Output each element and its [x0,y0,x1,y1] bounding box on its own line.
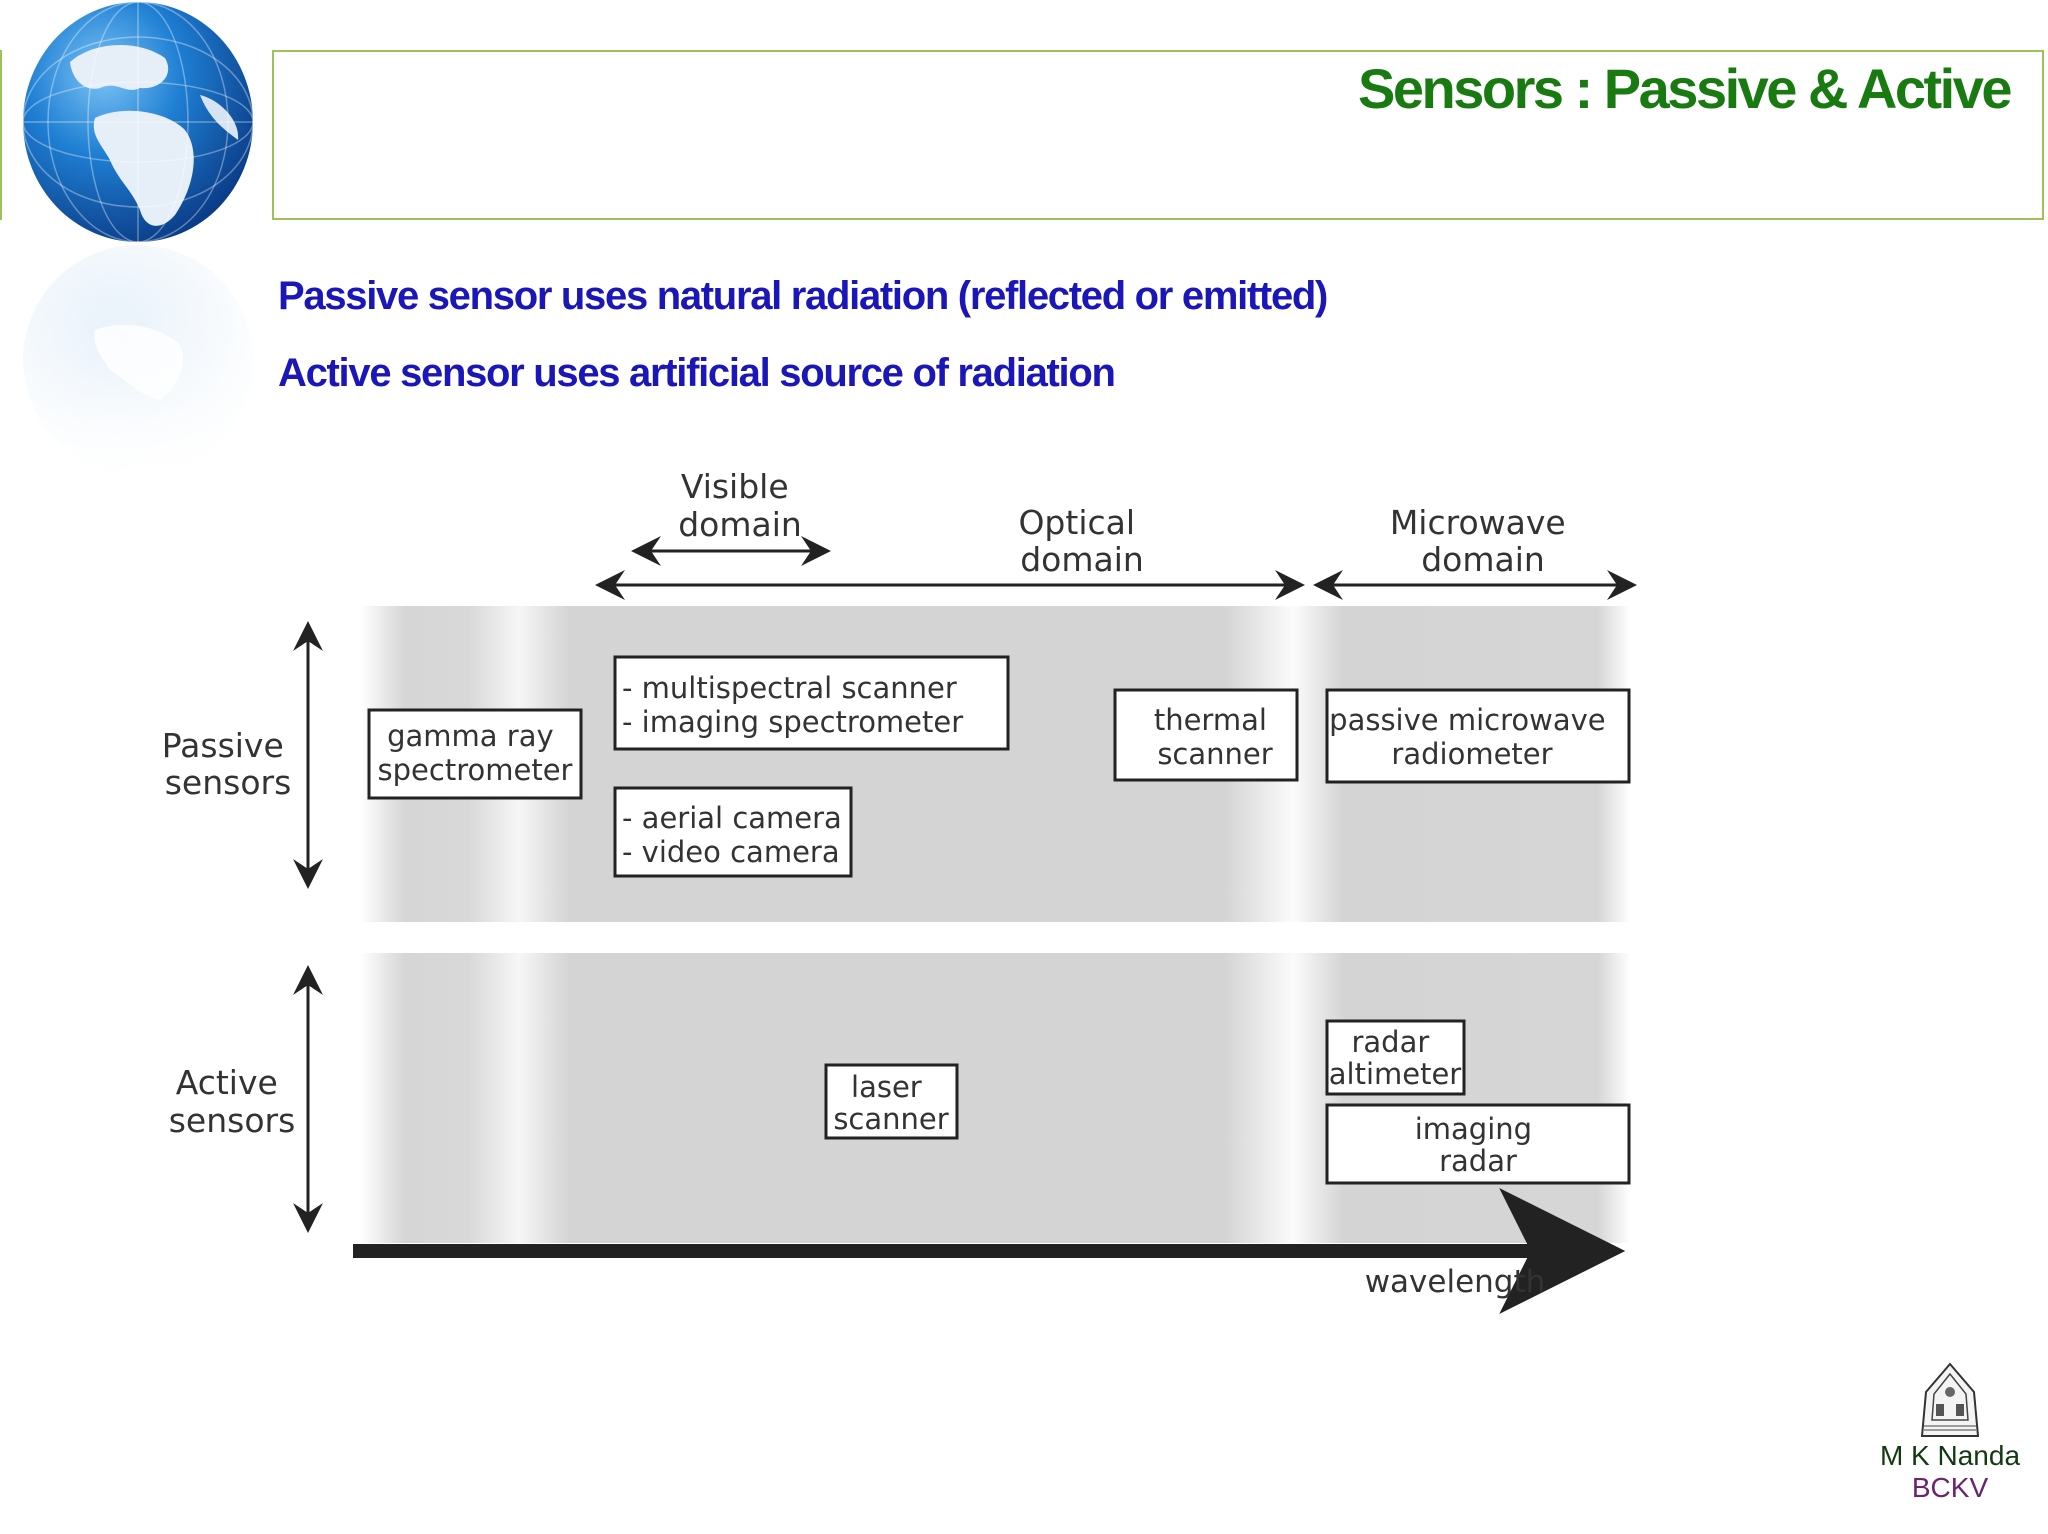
box-multispectral-scanner: - multispectral scanner - imaging spectr… [613,655,1010,751]
bullet-active: Active sensor uses artificial source of … [278,351,1116,395]
institution-name: BCKV [1911,1472,1989,1503]
svg-text:gamma ray spectrometer: gamma ray spectrometer [378,719,573,787]
optical-domain-label: Optical domain [1018,503,1145,579]
visible-domain-label: Visible domain [678,467,802,544]
wavelength-label: wavelength [1365,1264,1546,1300]
passive-sensors-label: Passive sensors [162,726,295,802]
svg-text:laser scanner: laser scanner [833,1070,948,1136]
svg-text:- aerial camera - video: - aerial camera - video camera [622,801,851,869]
svg-text:thermal scanner: thermal scanner [1154,703,1276,771]
globe-logo [0,0,270,480]
svg-text:imaging radar: imaging radar [1415,1112,1542,1178]
active-band [360,953,1630,1243]
svg-text:radar altimeter: radar altimeter [1329,1025,1462,1091]
box-radar-altimeter: radar altimeter [1325,1019,1466,1096]
left-rule [0,50,2,220]
box-passive-microwave-radiometer: passive microwave radiometer [1325,688,1631,784]
active-sensors-label: Active sensors [169,1063,296,1140]
svg-text:- multispectral scanner: - multispectral scanner - imaging spectr… [622,671,966,739]
slide-title: Sensors : Passive & Active [1358,57,2012,120]
globe-icon [0,1,270,480]
box-aerial-camera: - aerial camera - video camera [613,786,853,878]
box-laser-scanner: laser scanner [824,1063,959,1140]
microwave-domain-label: Microwave domain [1390,503,1576,579]
box-thermal-scanner: thermal scanner [1113,688,1299,782]
svg-text:passive microwave radiom: passive microwave radiometer [1329,703,1615,771]
box-imaging-radar: imaging radar [1325,1103,1631,1185]
box-gamma-ray-spectrometer: gamma ray spectrometer [367,708,583,800]
sensor-diagram: Visible domain Optical domain Microwave … [162,467,1637,1314]
bullet-passive: Passive sensor uses natural radiation (r… [278,274,1328,318]
author-name: M K Nanda [1879,1440,2021,1471]
title-frame [272,50,2044,220]
university-emblem-icon [1920,1362,1980,1437]
footer [1860,1360,2040,1510]
